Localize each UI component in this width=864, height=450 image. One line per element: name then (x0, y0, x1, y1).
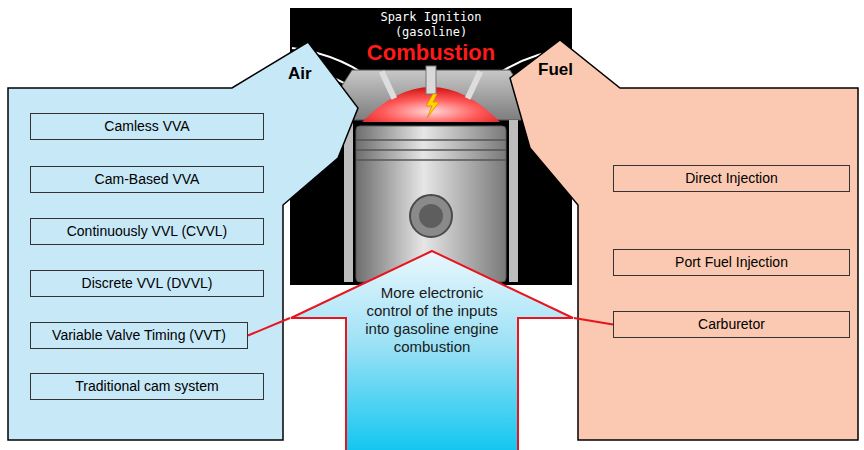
box-label: Camless VVA (37, 118, 257, 135)
box-label: Port Fuel Injection (620, 254, 843, 271)
option-box: Cam-Based VVA (30, 166, 264, 193)
piston-ring (356, 149, 506, 151)
engine-label: Combustion (290, 40, 572, 66)
option-box: Port Fuel Injection (613, 249, 850, 276)
engine-picture: Spark Ignition (gasoline)Combustion (290, 8, 572, 285)
option-box: Discrete VVL (DVVL) (30, 270, 264, 297)
spark (426, 94, 439, 118)
connector-line (574, 318, 613, 325)
box-label: Variable Valve Timing (VVT) (37, 327, 241, 344)
option-box: Camless VVA (30, 113, 264, 140)
spark-plug (426, 66, 436, 94)
fuel-panel: Direct InjectionPort Fuel InjectionCarbu… (500, 38, 858, 440)
air-panel-outline (8, 42, 358, 440)
intake-valve (379, 70, 397, 100)
engine-label: Spark Ignition (gasoline) (375, 10, 487, 40)
panel-heading: Fuel (538, 60, 573, 80)
option-box: Traditional cam system (30, 373, 264, 400)
exhaust-valve (465, 70, 483, 100)
fuel-panel-outline (510, 40, 858, 440)
arrow-outline (291, 251, 573, 450)
option-box: Continuously VVL (CVVL) (30, 218, 264, 245)
option-box: Variable Valve Timing (VVT) (30, 322, 248, 349)
piston-ring (356, 139, 506, 141)
box-label: Continuously VVL (CVVL) (37, 223, 257, 240)
piston-pin-bore (419, 204, 443, 228)
box-label: Cam-Based VVA (37, 171, 257, 188)
box-label: Direct Injection (620, 170, 843, 187)
box-label: Traditional cam system (37, 378, 257, 395)
option-box: Carburetor (613, 311, 850, 338)
piston-pin (410, 195, 452, 237)
piston-ring (356, 159, 506, 161)
cylinder-wall (509, 120, 518, 282)
panel-heading: Air (288, 64, 312, 84)
connector-line (248, 318, 290, 336)
air-panel: Camless VVA Cam-Based VVA Continuously VVL… (8, 38, 360, 440)
arrow-label: More electronic control of the inputs in… (357, 284, 507, 356)
box-label: Carburetor (620, 316, 843, 333)
option-box: Direct Injection (613, 165, 850, 192)
box-label: Discrete VVL (DVVL) (37, 275, 257, 292)
cylinder-wall (344, 120, 353, 282)
control-arrow: More electronic control of the inputs in… (290, 250, 574, 450)
